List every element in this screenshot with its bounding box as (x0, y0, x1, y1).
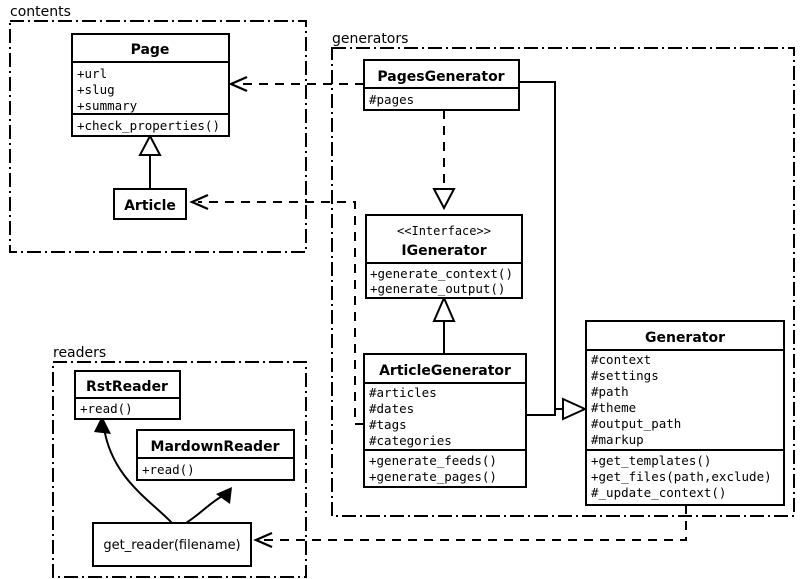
class-pagesgenerator-title: PagesGenerator (377, 69, 504, 85)
relation-article-page-arrowhead (138, 133, 162, 156)
relation-articlegenerator-article-line (198, 201, 364, 425)
class-generator[interactable]: Generator #context #settings #path #them… (585, 320, 785, 506)
class-mardownreader-title: MardownReader (151, 439, 280, 455)
relation-pagesgenerator-generator-line (519, 81, 556, 409)
relation-pagesgenerator-page (228, 75, 364, 93)
class-igenerator-operation: +generate_output() (370, 281, 505, 296)
class-page-operation: +check_properties() (77, 118, 220, 133)
class-article[interactable]: Article (113, 188, 187, 220)
class-page[interactable]: Page +url +slug +summary +check_properti… (71, 33, 230, 137)
relation-getreader-rstreader-curve (103, 427, 173, 524)
relation-generator-getreader (253, 505, 687, 549)
package-generators-label: generators (332, 31, 408, 47)
class-generator-attribute: #context (591, 352, 651, 367)
relation-generator-getreader-arrowhead (253, 531, 273, 549)
relation-getreader-mardownreader-arrowhead (216, 487, 232, 504)
relation-generator-getreader-line (262, 505, 687, 541)
relation-getreader-rstreader (94, 416, 173, 524)
class-generator-title: Generator (645, 330, 725, 346)
package-generators: generators (331, 31, 795, 517)
class-article-box[interactable] (113, 188, 187, 220)
relation-getreader-mardownreader (185, 487, 232, 524)
function-get-reader[interactable]: get_reader(filename) (92, 522, 252, 567)
package-contents: contents (9, 4, 307, 253)
relation-pagesgenerator-igenerator (432, 110, 456, 211)
relation-articlegenerator-igenerator-arrowhead (432, 295, 456, 322)
relation-articlegenerator-article (189, 193, 364, 425)
class-articlegenerator-attribute: #tags (369, 417, 407, 432)
class-mardownreader-box[interactable] (136, 429, 295, 481)
class-page-attribute: +slug (77, 82, 115, 97)
function-get-reader-label: get_reader(filename) (103, 538, 240, 553)
class-page-attribute: +summary (77, 98, 138, 113)
class-rstreader-operation: +read() (80, 401, 133, 416)
relation-pagesgenerator-igenerator-arrowhead (432, 188, 456, 211)
class-igenerator-operation: +generate_context() (370, 266, 513, 281)
class-rstreader-box[interactable] (74, 370, 181, 420)
class-igenerator-stereotype: <<Interface>> (397, 224, 491, 238)
package-readers-border (52, 361, 307, 578)
class-mardownreader-operation: +read() (142, 462, 195, 477)
class-mardownreader[interactable]: MardownReader +read() (136, 429, 295, 481)
package-readers-label: readers (53, 345, 106, 361)
relation-pagesgenerator-generator (519, 81, 556, 409)
class-generator-attribute: #theme (591, 400, 636, 415)
package-contents-border (9, 20, 307, 253)
class-igenerator-box[interactable] (365, 214, 523, 299)
relation-articlegenerator-generator-line (526, 408, 563, 416)
class-igenerator[interactable]: <<Interface>> IGenerator +generate_conte… (365, 214, 523, 299)
class-generator-attribute: #path (591, 384, 629, 399)
class-articlegenerator-attribute: #categories (369, 433, 452, 448)
class-page-title: Page (131, 42, 170, 58)
class-articlegenerator-box[interactable] (363, 353, 527, 488)
class-generator-attribute: #output_path (591, 416, 681, 431)
class-generator-attribute: #settings (591, 368, 659, 383)
relation-getreader-mardownreader-curve (185, 494, 225, 524)
class-articlegenerator-operation: +generate_pages() (369, 469, 497, 484)
class-page-attribute: +url (77, 66, 107, 81)
class-rstreader-title: RstReader (86, 379, 168, 395)
class-rstreader[interactable]: RstReader +read() (74, 370, 181, 420)
function-get-reader-box[interactable] (92, 522, 252, 567)
class-pagesgenerator-box[interactable] (363, 59, 520, 111)
class-generator-operation: +get_templates() (591, 453, 711, 468)
relation-article-page (138, 133, 162, 190)
class-generator-attribute: #markup (591, 432, 644, 447)
class-generator-operation: +get_files(path,exclude) (591, 469, 772, 484)
relation-articlegenerator-igenerator (432, 295, 456, 354)
package-readers: readers (52, 345, 307, 578)
class-articlegenerator-attribute: #articles (369, 385, 437, 400)
package-contents-label: contents (10, 4, 71, 20)
class-pagesgenerator[interactable]: PagesGenerator #pages (363, 59, 520, 111)
class-articlegenerator-title: ArticleGenerator (379, 363, 511, 379)
class-generator-operation: #_update_context() (591, 485, 726, 500)
relation-articlegenerator-article-arrowhead (189, 193, 209, 211)
relation-pagesgenerator-page-arrowhead (228, 75, 248, 93)
class-page-box[interactable] (71, 33, 230, 137)
class-generator-box[interactable] (585, 320, 785, 506)
relation-generator-inheritance-arrowhead (562, 397, 588, 421)
relation-articlegenerator-generator (526, 397, 588, 421)
relation-getreader-rstreader-arrowhead (94, 416, 111, 434)
class-articlegenerator-operation: +generate_feeds() (369, 453, 497, 468)
package-generators-border (331, 47, 795, 517)
class-articlegenerator-attribute: #dates (369, 401, 414, 416)
class-igenerator-title: IGenerator (401, 243, 486, 259)
class-pagesgenerator-attribute: #pages (369, 92, 414, 107)
class-articlegenerator[interactable]: ArticleGenerator #articles #dates #tags … (363, 353, 527, 488)
class-article-title: Article (124, 198, 176, 214)
